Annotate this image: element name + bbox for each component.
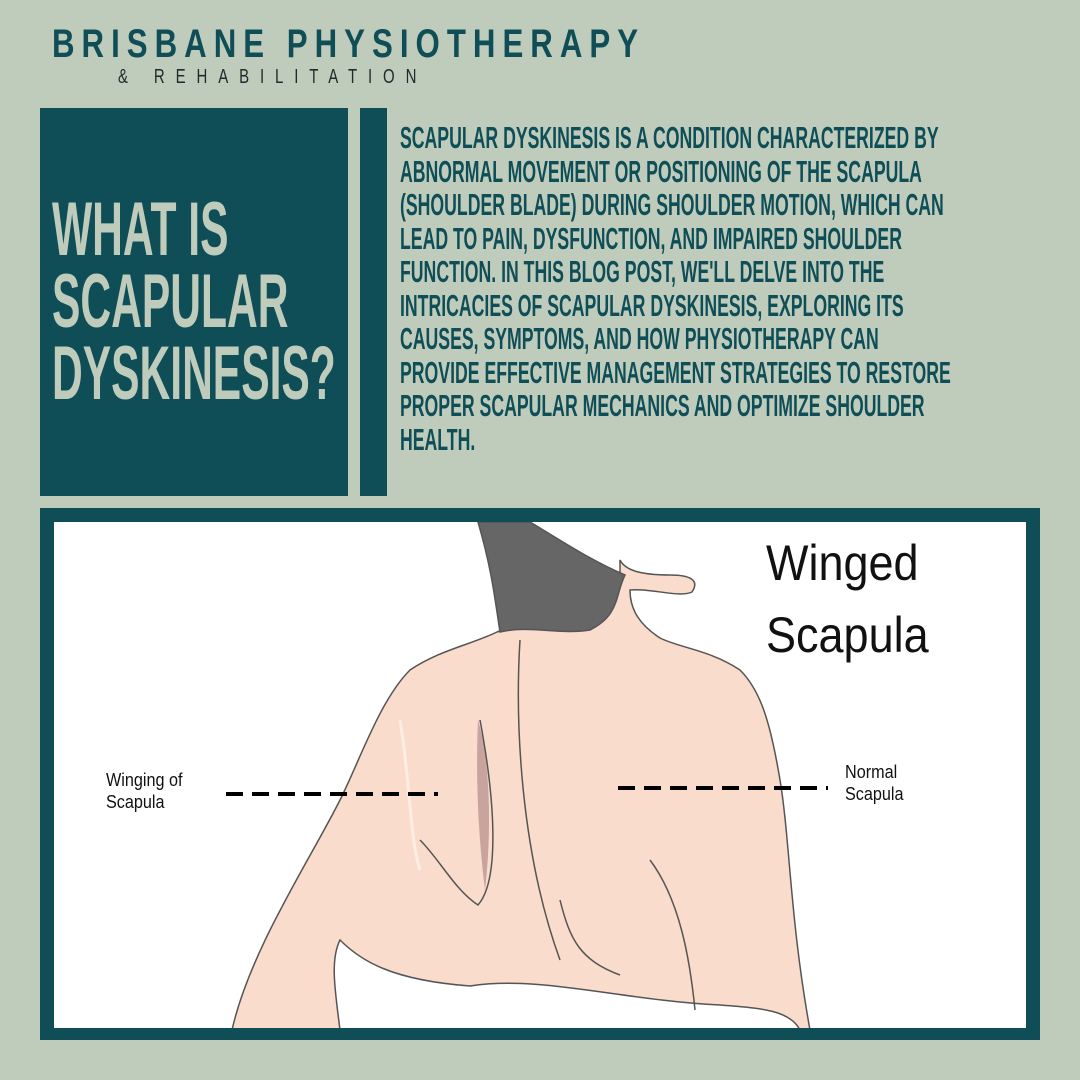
label-line: Winging of <box>106 770 183 790</box>
heading-box: WHAT IS SCAPULAR DYSKINESIS? <box>40 108 348 496</box>
intro-line: ABNORMAL MOVEMENT OR POSITIONING OF THE … <box>400 154 922 189</box>
label-line: Normal <box>845 762 898 782</box>
body-silhouette <box>231 559 811 1028</box>
heading-line: SCAPULAR <box>52 259 289 344</box>
label-normal-scapula: Normal Scapula <box>845 762 904 805</box>
intro-line: PROVIDE EFFECTIVE MANAGEMENT STRATEGIES … <box>400 355 951 390</box>
figure-title-line: Scapula <box>766 607 929 663</box>
winged-scapula-shape <box>477 720 490 890</box>
intro-line: CAUSES, SYMPTOMS, AND HOW PHYSIOTHERAPY … <box>400 321 879 356</box>
heading-line: WHAT IS <box>52 187 229 272</box>
intro-line: FUNCTION. IN THIS BLOG POST, WE'LL DELVE… <box>400 254 885 289</box>
intro-line: SCAPULAR DYSKINESIS IS A CONDITION CHARA… <box>400 120 939 155</box>
brand-name: BRISBANE PHYSIOTHERAPY <box>52 22 646 66</box>
brand-tagline: & REHABILITATION <box>118 66 428 88</box>
label-line: Scapula <box>845 783 904 804</box>
intro-line: HEALTH. <box>400 422 476 457</box>
label-winging-of-scapula: Winging of Scapula <box>106 770 183 813</box>
hair <box>477 522 627 633</box>
intro-line: INTRICACIES OF SCAPULAR DYSKINESIS, EXPL… <box>400 288 904 323</box>
label-line: Scapula <box>106 791 165 812</box>
intro-line: LEAD TO PAIN, DYSFUNCTION, AND IMPAIRED … <box>400 221 902 256</box>
accent-bar <box>360 108 387 496</box>
heading-line: DYSKINESIS? <box>52 331 336 416</box>
intro-line: (SHOULDER BLADE) DURING SHOULDER MOTION,… <box>400 187 944 222</box>
figure-title-line: Winged <box>766 535 919 591</box>
intro-line: PROPER SCAPULAR MECHANICS AND OPTIMIZE S… <box>400 388 925 423</box>
